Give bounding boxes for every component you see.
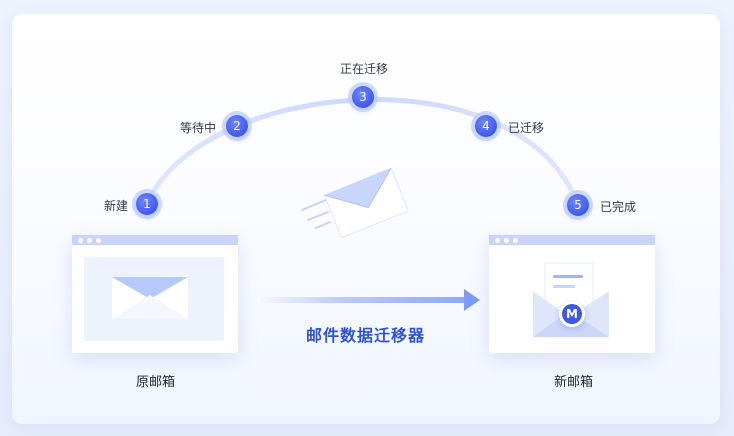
window-dot (87, 237, 92, 243)
envelope-icon (112, 277, 188, 319)
migration-arrow (258, 297, 466, 303)
source-mailbox-caption: 原邮箱 (136, 375, 176, 390)
source-window-body (84, 257, 224, 341)
step-2-dot: 2 (226, 115, 248, 137)
step-1-label: 新建 (104, 199, 129, 213)
step-4-label: 已迁移 (508, 121, 545, 135)
window-dot (504, 237, 509, 243)
tool-name: 邮件数据迁移器 (306, 326, 426, 345)
step-5-label: 已完成 (600, 200, 637, 214)
window-dot (513, 237, 518, 243)
mail-logo-icon: M (562, 304, 582, 324)
flying-envelope-icon (301, 167, 409, 238)
step-1-dot: 1 (136, 193, 158, 215)
source-window-titlebar (72, 235, 238, 245)
destination-mailbox-caption: 新邮箱 (554, 375, 594, 390)
destination-window-titlebar (489, 235, 655, 245)
window-dot (495, 237, 500, 243)
mail-logo-badge: M (559, 301, 585, 327)
step-2-label: 等待中 (180, 121, 217, 135)
arrow-head-icon (464, 289, 480, 311)
step-4-dot: 4 (475, 115, 497, 137)
source-mailbox-window (72, 235, 238, 353)
destination-mailbox-window: M (489, 235, 655, 353)
step-3-dot: 3 (352, 86, 374, 108)
window-dot (96, 237, 101, 243)
window-dot (78, 237, 83, 243)
step-5-dot: 5 (567, 194, 589, 216)
step-3-label: 正在迁移 (340, 62, 389, 76)
